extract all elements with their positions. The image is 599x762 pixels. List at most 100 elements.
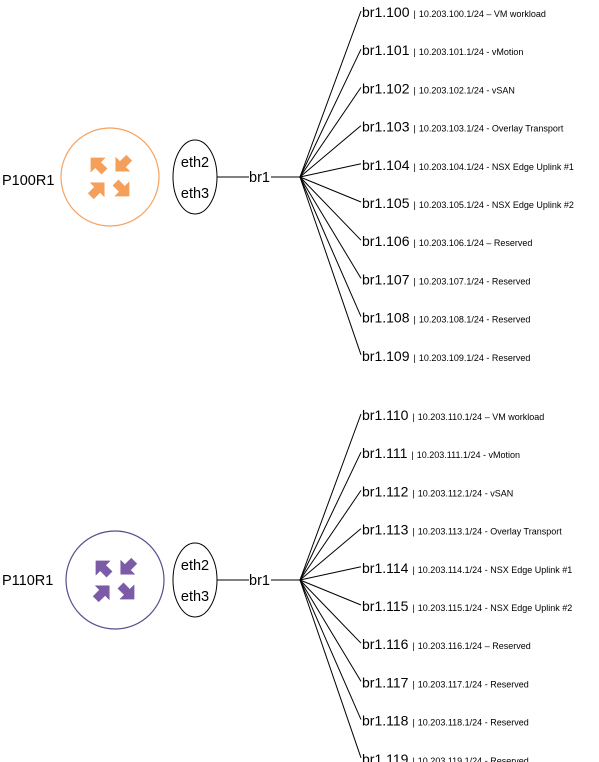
- vlan-description: 10.203.104.1/24 - NSX Edge Uplink #1: [419, 162, 574, 172]
- vlan-label[interactable]: br1.118|10.203.118.1/24 - Reserved: [362, 713, 529, 729]
- vlan-label[interactable]: br1.111|10.203.111.1/24 - vMotion: [362, 445, 520, 461]
- vlan-link: [299, 579, 362, 644]
- vlan-id: br1.101: [362, 42, 410, 58]
- vlan-label[interactable]: br1.113| 10.203.113.1/24 - Overlay Transp…: [362, 522, 562, 538]
- vlan-id: br1.102: [362, 80, 410, 96]
- vlan-id: br1.119: [362, 751, 409, 762]
- vlan-id: br1.118: [362, 713, 409, 729]
- vlan-label[interactable]: br1.109| 10.203.109.1/24 - Reserved: [362, 348, 530, 364]
- vlan-id: br1.114: [362, 560, 409, 576]
- vlan-separator: |: [413, 353, 415, 363]
- vlan-description: 10.203.118.1/24 - Reserved: [418, 718, 529, 728]
- port-label-eth3: eth3: [181, 589, 209, 605]
- vlan-link: [299, 579, 362, 682]
- router-group-p110r1: P110R1eth2eth3br1br1.110|10.203.110.1/24…: [2, 407, 572, 762]
- port-label-eth3: eth3: [181, 186, 209, 202]
- vlan-link: [299, 176, 362, 355]
- vlan-label[interactable]: br1.115| 10.203.115.1/24 - NSX Edge Uplin…: [362, 598, 572, 614]
- vlan-description: 10.203.100.1/24 – VM workload: [419, 9, 546, 19]
- vlan-link: [299, 451, 362, 581]
- vlan-id: br1.103: [362, 119, 410, 135]
- vlan-link: [299, 579, 362, 758]
- vlan-link: [299, 176, 362, 317]
- vlan-id: br1.100: [362, 4, 410, 20]
- vlan-id: br1.110: [362, 407, 409, 423]
- vlan-description: 10.203.109.1/24 - Reserved: [419, 353, 531, 363]
- vlan-label[interactable]: br1.114| 10.203.114.1/24 - NSX Edge Uplin…: [362, 560, 572, 576]
- vlan-link: [299, 48, 362, 178]
- vlan-separator: |: [413, 162, 415, 172]
- vlan-link: [299, 176, 362, 241]
- vlan-id: br1.104: [362, 157, 410, 173]
- vlan-id: br1.107: [362, 271, 410, 287]
- vlan-id: br1.108: [362, 310, 410, 326]
- router-name: P100R1: [2, 173, 54, 189]
- vlan-description: 10.203.108.1/24 - Reserved: [419, 315, 531, 325]
- vlan-link: [299, 10, 362, 178]
- vlan-link: [299, 176, 362, 279]
- vlan-description: 10.203.106.1/24 – Reserved: [419, 238, 533, 248]
- vlan-link: [299, 87, 362, 178]
- bridge-label: br1: [249, 170, 270, 186]
- vlan-description: 10.203.101.1/24 - vMotion: [419, 47, 524, 57]
- vlan-separator: |: [413, 276, 415, 286]
- vlan-link: [299, 163, 362, 178]
- vlan-separator: |: [413, 85, 415, 95]
- vlan-label[interactable]: br1.102|10.203.102.1/24 - vSAN: [362, 80, 515, 96]
- vlan-label[interactable]: br1.112| 10.203.112.1/24 - vSAN: [362, 483, 513, 499]
- vlan-label[interactable]: br1.100| 10.203.100.1/24 – VM workload: [362, 4, 546, 20]
- vlan-link: [299, 125, 362, 178]
- vlan-separator: |: [413, 47, 415, 57]
- vlan-label[interactable]: br1.117| 10.203.117.1/24 - Reserved: [362, 674, 529, 690]
- vlan-description: 10.203.112.1/24 - vSAN: [418, 488, 513, 498]
- vlan-separator: |: [412, 565, 414, 575]
- vlan-id: br1.109: [362, 348, 410, 364]
- vlan-separator: |: [412, 603, 414, 613]
- vlan-separator: |: [413, 238, 415, 248]
- vlan-separator: |: [413, 9, 415, 19]
- vlan-label[interactable]: br1.119|10.203.119.1/24 - Reserved: [362, 751, 529, 762]
- port-group: eth2 eth3: [172, 542, 218, 618]
- vlan-description: 10.203.105.1/24 - NSX Edge Uplink #2: [419, 200, 574, 210]
- vlan-label[interactable]: br1.110| 10.203.110.1/24 – VM workload: [362, 407, 544, 423]
- vlan-label[interactable]: br1.108| 10.203.108.1/24 - Reserved: [362, 310, 530, 326]
- vlan-description: 10.203.114.1/24 - NSX Edge Uplink #1: [418, 565, 572, 575]
- vlan-id: br1.112: [362, 483, 409, 499]
- vlan-label[interactable]: br1.103|10.203.103.1/24 - Overlay Transp…: [362, 119, 564, 135]
- vlan-separator: |: [412, 412, 414, 422]
- vlan-separator: |: [412, 527, 414, 537]
- vlan-label[interactable]: br1.106| 10.203.106.1/24 – Reserved: [362, 233, 532, 249]
- vlan-id: br1.117: [362, 674, 409, 690]
- router-arrows-icon[interactable]: [65, 530, 165, 630]
- vlan-id: br1.116: [362, 636, 409, 652]
- vlan-label[interactable]: br1.116|10.203.116.1/24 – Reserved: [362, 636, 531, 652]
- vlan-separator: |: [412, 641, 414, 651]
- vlan-label[interactable]: br1.107|10.203.107.1/24 - Reserved: [362, 271, 530, 287]
- vlan-id: br1.115: [362, 598, 409, 614]
- router-name: P110R1: [2, 573, 53, 589]
- port-label-eth2: eth2: [181, 558, 209, 574]
- vlan-separator: |: [413, 200, 415, 210]
- vlan-label[interactable]: br1.104| 10.203.104.1/24 - NSX Edge Uplin…: [362, 157, 574, 173]
- vlan-description: 10.203.110.1/24 – VM workload: [418, 412, 544, 422]
- vlan-link: [299, 566, 362, 581]
- vlan-separator: |: [412, 756, 414, 762]
- vlan-separator: |: [413, 315, 415, 325]
- vlan-label[interactable]: br1.101| 10.203.101.1/24 - vMotion: [362, 42, 523, 58]
- vlan-description: 10.203.113.1/24 - Overlay Transport: [418, 527, 562, 537]
- vlan-separator: |: [411, 450, 413, 460]
- vlan-description: 10.203.115.1/24 - NSX Edge Uplink #2: [418, 603, 572, 613]
- router-arrows-icon[interactable]: [60, 127, 160, 227]
- vlan-separator: |: [412, 679, 414, 689]
- vlan-label[interactable]: br1.105| 10.203.105.1/24 - NSX Edge Uplin…: [362, 195, 574, 211]
- vlan-id: br1.113: [362, 522, 409, 538]
- vlan-link: [299, 413, 362, 581]
- vlan-link: [299, 490, 362, 581]
- vlan-link: [299, 579, 362, 606]
- vlan-id: br1.105: [362, 195, 410, 211]
- vlan-separator: |: [412, 488, 414, 498]
- vlan-description: 10.203.117.1/24 - Reserved: [418, 679, 529, 689]
- vlan-id: br1.106: [362, 233, 410, 249]
- vlan-description: 10.203.103.1/24 - Overlay Transport: [419, 124, 564, 134]
